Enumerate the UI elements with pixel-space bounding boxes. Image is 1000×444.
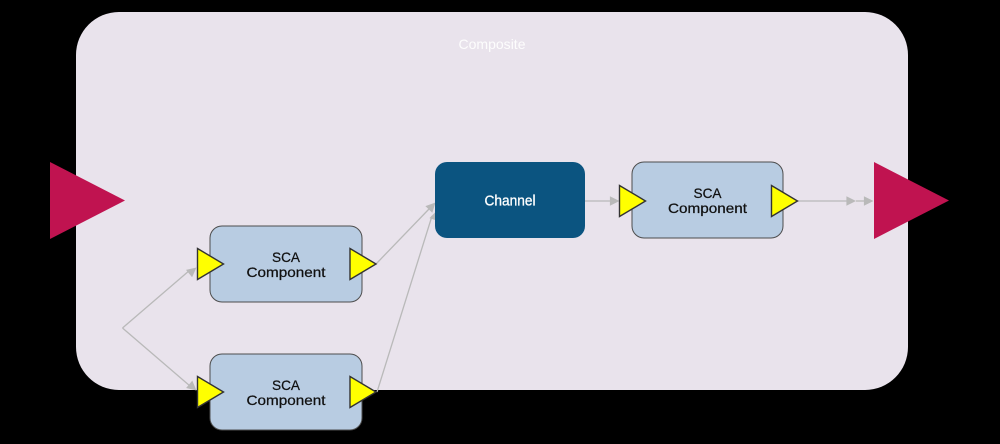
svg-text:Component: Component bbox=[247, 392, 326, 408]
svg-text:Component: Component bbox=[668, 200, 747, 216]
svg-text:SCA: SCA bbox=[272, 377, 301, 393]
svg-text:SCA: SCA bbox=[694, 185, 723, 201]
svg-text:Channel: Channel bbox=[485, 194, 536, 210]
svg-text:Composite: Composite bbox=[459, 36, 526, 52]
svg-text:Component: Component bbox=[247, 264, 326, 280]
svg-text:SCA: SCA bbox=[272, 249, 301, 265]
